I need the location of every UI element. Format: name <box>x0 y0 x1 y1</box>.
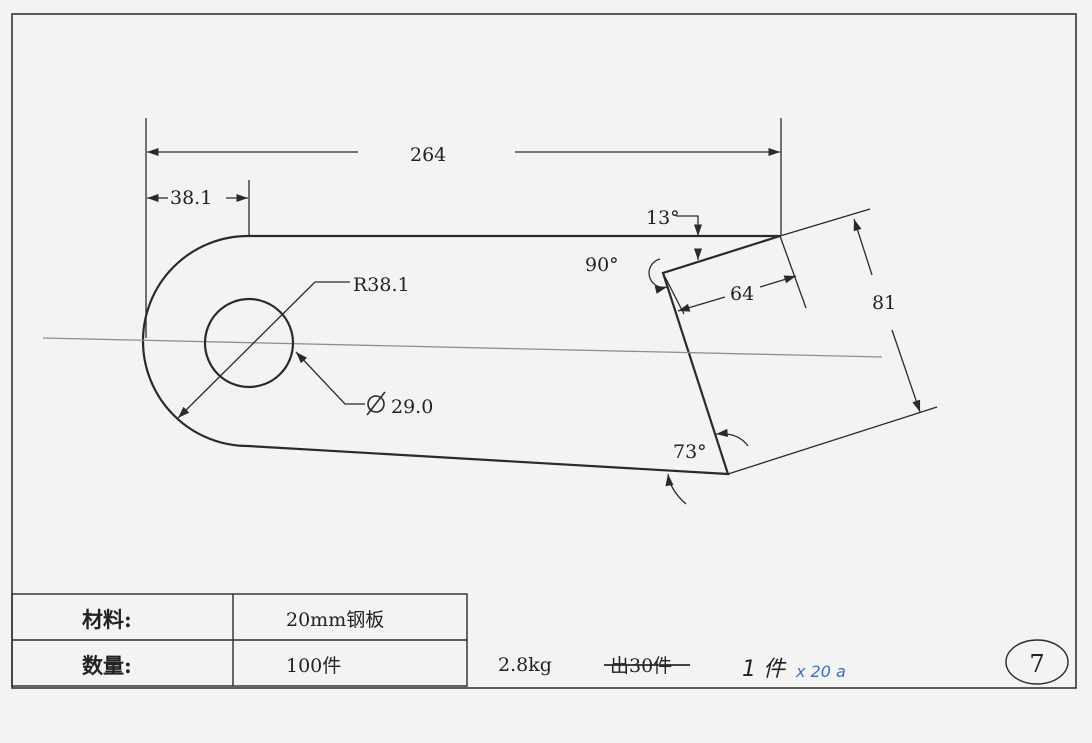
angle-arc-73-bottom <box>665 473 687 505</box>
part-outline <box>141 234 781 476</box>
dim-line-64-left <box>677 296 726 312</box>
title-block <box>11 593 468 687</box>
dim-radius-label: R38.1 <box>353 274 410 296</box>
dim-diameter-label: 29.0 <box>391 396 433 418</box>
diameter-symbol-icon <box>366 391 386 416</box>
sheet-number-oval <box>1005 639 1069 685</box>
dim-13-label: 13° <box>646 207 680 229</box>
dim-line-81-bottom <box>891 329 921 413</box>
dim-90-label: 90° <box>585 254 619 276</box>
hole-circle <box>203 297 295 389</box>
leader-radius <box>177 281 350 419</box>
dim-64-label: 64 <box>730 283 754 305</box>
handwritten-quantity: 1 件 <box>742 657 787 682</box>
ext-64-b <box>779 235 807 309</box>
ext-81-bottom <box>727 406 938 475</box>
centerline <box>42 337 883 358</box>
material-value: 20mm钢板 <box>286 609 384 631</box>
weight-value: 2.8kg <box>498 654 552 676</box>
material-label: 材料: <box>82 607 132 632</box>
dim-73-label: 73° <box>673 441 707 463</box>
dim-line-81-top <box>853 218 873 276</box>
dim-81-label: 81 <box>872 292 896 314</box>
drawing-frame <box>11 13 1077 689</box>
leader-13 <box>676 215 699 226</box>
angle-arc-90 <box>648 258 668 294</box>
dim-264-label: 264 <box>410 144 446 166</box>
leader-diameter <box>295 351 365 405</box>
struck-quantity: 出30件 <box>610 655 672 677</box>
sheet-number: 7 <box>1029 650 1044 678</box>
quantity-label: 数量: <box>82 653 132 678</box>
ext-81-top <box>779 208 871 237</box>
handwritten-multiplier: x 20 a <box>795 662 846 681</box>
quantity-value: 100件 <box>286 655 341 677</box>
angle-arc-73-top <box>715 428 749 447</box>
dim-38-label: 38.1 <box>170 187 212 209</box>
dim-line-64-right <box>759 275 797 288</box>
